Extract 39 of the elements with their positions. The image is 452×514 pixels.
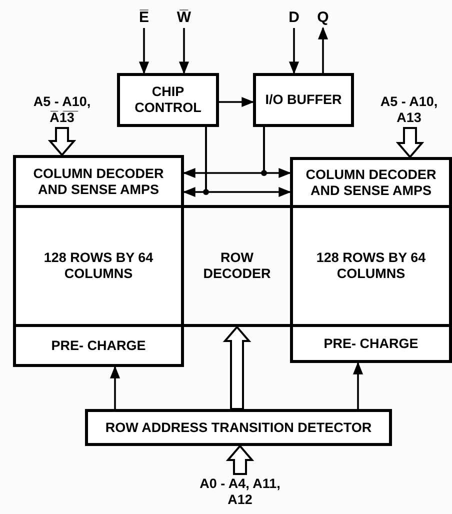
block-box — [13, 155, 184, 208]
block-text: 128 ROWS BY 64 COLUMNS — [42, 250, 154, 282]
bus-arrow — [48, 127, 76, 157]
block-box — [290, 205, 452, 327]
bus-arrow — [396, 127, 424, 159]
bus-arrow — [222, 325, 252, 410]
block-box — [290, 157, 452, 208]
block-text: 128 ROWS BY 64 COLUMNS — [315, 250, 427, 282]
block-box — [85, 409, 392, 446]
arrow — [263, 127, 292, 178]
arrow — [352, 362, 364, 409]
block-text: E̅ — [138, 9, 150, 27]
block-box — [290, 324, 452, 363]
block-box — [13, 324, 184, 367]
block-text: A5 - A10, A̅1̅3̅ — [32, 94, 92, 126]
block-box — [253, 73, 354, 127]
bus-arrow — [226, 444, 254, 475]
arrow — [110, 366, 120, 409]
block-text: W̅ — [176, 9, 192, 27]
block-text: COLUMN DECODER AND SENSE AMPS — [304, 166, 438, 198]
arrow — [178, 28, 190, 74]
block-text: Q — [316, 9, 330, 27]
block-text: CHIP CONTROL — [134, 84, 202, 116]
block-box — [13, 205, 184, 327]
block-text: D — [288, 9, 300, 27]
arrow — [219, 96, 254, 108]
block-text: A0 - A4, A11, A12 — [198, 476, 282, 508]
block-text: PRE- CHARGE — [50, 338, 147, 354]
arrow — [318, 26, 328, 73]
block-text: A5 - A10, A13 — [379, 94, 439, 126]
block-box — [117, 73, 219, 127]
block-text: COLUMN DECODER AND SENSE AMPS — [32, 166, 165, 198]
arrow — [205, 127, 292, 198]
block-text: ROW DECODER — [202, 250, 272, 282]
block-text: PRE- CHARGE — [322, 336, 420, 352]
arrow — [138, 28, 150, 74]
arrow — [288, 28, 300, 74]
block-text: I/O BUFFER — [264, 92, 343, 108]
block-text: ROW ADDRESS TRANSITION DETECTOR — [104, 420, 373, 436]
